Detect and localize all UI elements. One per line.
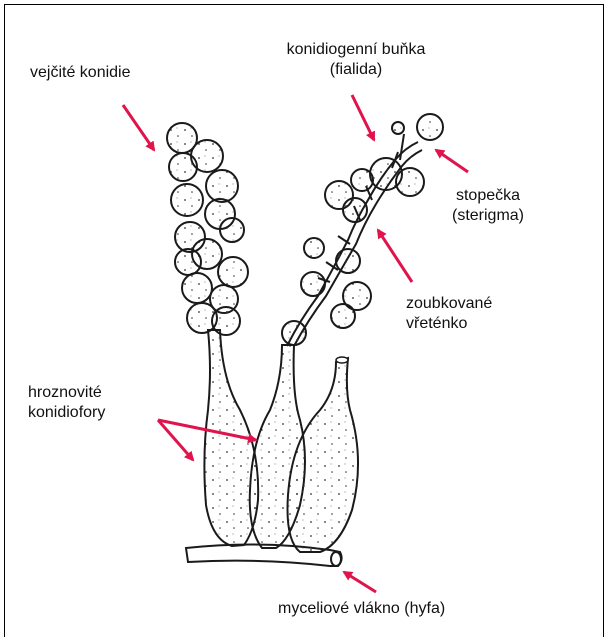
- arrow-conidia: [123, 105, 154, 150]
- arrow-rachis: [378, 230, 412, 282]
- label-phialide: konidiogenní buňka (fialida): [252, 40, 460, 80]
- label-rachis-line1: zoubkované: [406, 294, 492, 314]
- label-hypha: myceliové vlákno (hyfa): [278, 599, 445, 619]
- label-rachis-line2: vřeténko: [406, 314, 492, 334]
- label-conidiophores-line2: konidiofory: [28, 403, 105, 423]
- arrow-phialide: [352, 95, 374, 140]
- arrow-hypha: [344, 572, 376, 592]
- label-conidiophores: hroznovité konidiofory: [28, 383, 105, 423]
- arrow-sterigma: [436, 150, 468, 172]
- label-phialide-line1: konidiogenní buňka: [252, 40, 460, 60]
- label-sterigma-line2: (sterigma): [436, 206, 540, 226]
- label-phialide-line2: (fialida): [252, 60, 460, 80]
- label-sterigma-line1: stopečka: [436, 186, 540, 206]
- label-rachis: zoubkované vřeténko: [406, 294, 492, 334]
- label-conidiophores-line1: hroznovité: [28, 383, 105, 403]
- label-sterigma: stopečka (sterigma): [436, 186, 540, 226]
- label-conidia: vejčité konidie: [30, 63, 131, 83]
- right-conidiophore: [288, 357, 359, 552]
